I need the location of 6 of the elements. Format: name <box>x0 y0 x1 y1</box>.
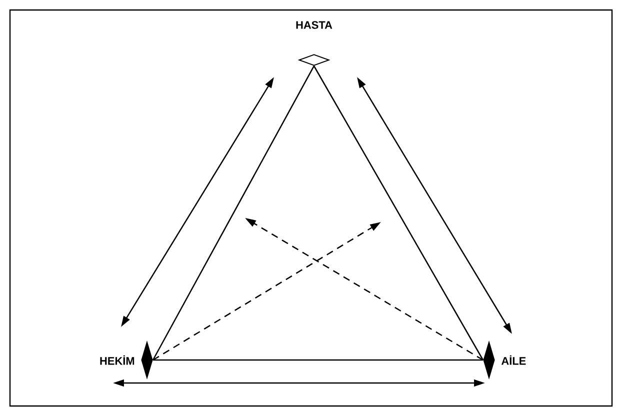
triangle-side <box>153 359 483 361</box>
triangle-side <box>313 66 484 360</box>
triangle-side <box>152 66 315 360</box>
vertex-label: AİLE <box>501 355 526 365</box>
vertex-label: HEKİM <box>100 355 134 365</box>
vertex-label: HASTA <box>296 21 332 29</box>
